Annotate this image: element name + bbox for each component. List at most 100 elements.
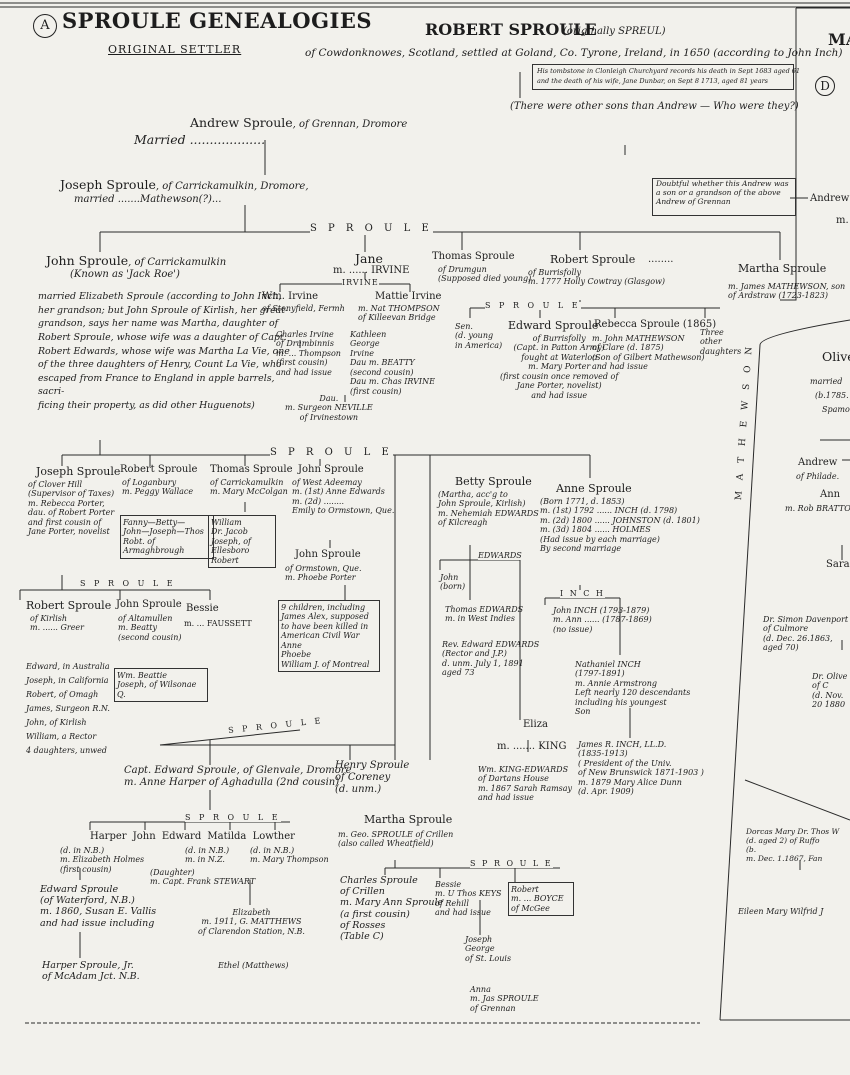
robert-dots: ........ — [648, 254, 674, 265]
bessie-faussett-detail: m. ... FAUSSETT — [184, 619, 252, 628]
john-sproule-ormstown: John Sproule — [295, 549, 361, 560]
john-known-as: (Known as 'Jack Roe') — [70, 269, 180, 280]
robert-sproule-loganbury: Robert Sproule — [120, 464, 198, 475]
sen-sproule: Sen. (d. young in America) — [455, 322, 503, 350]
sproule-banner-3: S P R O U L E — [485, 301, 581, 311]
sproule-banner-1: S P R O U L E — [310, 223, 433, 235]
root-note-box: His tombstone in Clonleigh Churchyard re… — [532, 64, 800, 90]
root-name: ROBERT SPROULE — [425, 20, 597, 39]
martha-1-detail: m. James MATHEWSON, son of Ardstraw (172… — [728, 282, 846, 301]
martha-sproule-2: Martha Sproule — [364, 813, 453, 826]
right-edge-andrew: Andrew — [810, 193, 850, 204]
elizabeth-matthews: Elizabeth m. 1911, G. MATTHEWS of Claren… — [198, 908, 305, 936]
badge-d: D — [815, 76, 835, 96]
badge-a: A — [33, 14, 57, 38]
martha-2-detail: m. Geo. SPROULE of Crillen (also called … — [338, 830, 454, 849]
root-note-line1: His tombstone in Clonleigh Churchyard re… — [537, 67, 801, 75]
john-sproule-cm: John Sproule, of Carrickamulkin — [46, 253, 227, 268]
three-other-daughters: Three other daughters — [700, 328, 742, 356]
joseph-clover-hill-detail: of Clover Hill (Supervisor of Taxes) m. … — [28, 480, 115, 537]
eliza-name: Eliza — [523, 719, 548, 730]
jane-married: m. ...... IRVINE — [333, 265, 410, 276]
jane-name: Jane — [355, 251, 383, 266]
right-dorcas: Dorcas Mary Dr. Thos W (d. aged 2) of Ru… — [746, 827, 840, 863]
john-altamullen-detail: of Altamullen m. Beatty (second cousin) — [118, 614, 182, 642]
thomas-edwards: Thomas EDWARDS m. in West Indies — [445, 605, 524, 624]
robert-kirlish-children: Edward, in Australia Joseph, in Californ… — [26, 662, 110, 755]
harper-detail: (d. in N.B.) m. Elizabeth Holmes (first … — [60, 846, 145, 874]
martha-sproule-1: Martha Sproule — [738, 262, 827, 275]
robert-loganbury-detail: of Loganbury m. Peggy Wallace — [122, 478, 194, 497]
john-sproule-altamullen: John Sproule — [116, 599, 182, 610]
anna-sproule: Anna m. Jas SPROULE of Grennan — [470, 985, 539, 1013]
root-note-line2: and the death of his wife, Jane Dunbar, … — [537, 77, 769, 85]
andrew-sproule: Andrew Sproule, of Grennan, Dromore — [190, 115, 408, 130]
right-married: married — [810, 377, 843, 386]
henry-sproule: Henry Sproule of Coreney (d. unm.) — [335, 760, 410, 795]
anne-sproule-detail: (Born 1771, d. 1853) m. (1st) 1792 .....… — [540, 497, 700, 554]
james-r-inch: James R. INCH, LL.D. (1835-1913) ( Presi… — [578, 740, 704, 797]
ethel-matthews: Ethel (Matthews) — [218, 961, 289, 970]
rebecca-sproule: Rebecca Sproule (1865) — [594, 319, 717, 330]
andrew-married: Married ................... — [134, 132, 266, 147]
doubtful-note: Doubtful whether this Andrew was a son o… — [652, 178, 796, 216]
right-ann: Ann — [820, 489, 841, 500]
john-edward-detail: (d. in N.B.) m. in N.Z. — [185, 846, 230, 865]
anne-sproule: Anne Sproule — [556, 482, 632, 495]
robert-kirlish-detail: of Kirlish m. ...... Greer — [30, 614, 84, 633]
charles-irvine: Charles Irvine of Drumbinnis m. ... Thom… — [276, 330, 341, 377]
capt-edward-sproule: Capt. Edward Sproule, of Glenvale, Dromo… — [124, 765, 352, 788]
joseph-george-st-louis: Joseph George of St. Louis — [465, 935, 512, 963]
john-edwards: John (born) — [440, 573, 466, 592]
betty-detail: (Martha, acc'g to John Sproule, Kirlish)… — [438, 490, 539, 528]
joseph-married: married .......Mathewson(?)... — [74, 194, 222, 205]
fanny-children: Fanny—Betty— John—Joseph—Thos Robt. of A… — [120, 515, 214, 559]
nine-children: 9 children, including James Alex, suppos… — [278, 600, 380, 673]
edward-waterloo-detail: of Burrisfolly (Capt. in Patton Army) fo… — [500, 334, 619, 400]
other-sons-note: (There were other sons than Andrew — Who… — [510, 101, 799, 112]
sproule-banner-4: S P R O U L E — [80, 579, 176, 589]
lowther-detail: (d. in N.B.) m. Mary Thompson — [250, 846, 329, 865]
thomas-sproule-drumgun: Thomas Sproule — [432, 251, 515, 262]
robert-boyce: Robert m. ... BOYCE of McGee — [508, 882, 574, 917]
irvine-banner: IRVINE — [342, 278, 379, 288]
right-olive2: Dr. Olive of C (d. Nov. 20 1880 — [812, 672, 848, 710]
edwards-banner: EDWARDS — [478, 551, 522, 561]
right-spamo: Spamo — [822, 405, 850, 414]
thomas-sproule-cm: Thomas Sproule — [210, 464, 293, 475]
john-sproule-west-adeemay: John Sproule — [298, 464, 364, 475]
right-philade: of Philade. — [796, 472, 840, 481]
sproule-banner-6: S P R O U L E — [185, 813, 281, 823]
wm-irvine-place: of Stonyfield, Fermh — [262, 304, 345, 313]
matilda-detail: (Daughter) m. Capt. Frank STEWART — [150, 868, 256, 887]
right-bratton: m. Rob BRATTON — [785, 504, 850, 513]
charles-sproule-crillen: Charles Sproule of Crillen m. Mary Ann S… — [340, 875, 444, 943]
william-children: William Dr. Jacob Joseph, of Ellesboro R… — [208, 515, 276, 569]
eliza-married: m. ....... KING — [497, 741, 567, 752]
robert-sproule-burrisfolly: Robert Sproule — [550, 253, 636, 266]
wm-beattie-children: Wm. Beattie Joseph, of Wilsonae Q. — [114, 668, 208, 703]
right-edge-label: MA — [828, 30, 850, 49]
edward-sproule-waterford: Edward Sproule (of Waterford, N.B.) m. 1… — [40, 884, 157, 929]
wm-king-edwards: Wm. KING-EDWARDS of Dartans House m. 186… — [478, 765, 573, 803]
kathleen-irvine: Kathleen George Irvine Dau m. BEATTY (se… — [350, 330, 435, 396]
rev-edward-edwards: Rev. Edward EDWARDS (Rector and J.P.) d.… — [442, 640, 540, 678]
mattie-detail: m. Nat THOMPSON of Killeevan Bridge — [358, 304, 440, 323]
right-b1785: (b.1785. — [815, 391, 849, 400]
robert-sproule-kirlish: Robert Sproule — [26, 599, 112, 612]
wm-irvine: Wm. Irvine — [262, 291, 319, 302]
right-andrew: Andrew — [798, 457, 838, 468]
thomas-cm-detail: of Carrickamulkin m. Mary McColgan — [210, 478, 288, 497]
right-edge-andrew-m: m. — [836, 215, 849, 226]
bessie-keys: Bessie m. U Thos KEYS of Rehill and had … — [435, 880, 502, 918]
sproule-banner-7: S P R O U L E — [470, 859, 553, 869]
joseph-sproule-clover-hill: Joseph Sproule — [36, 465, 121, 478]
edward-sproule-waterloo: Edward Sproule — [508, 319, 599, 332]
robert-burrisfolly-detail: of Burrisfolly m. 1777 Holly Cowtray (Gl… — [528, 268, 666, 287]
right-eileen: Eileen Mary Wilfrid J — [738, 907, 824, 916]
harper-sproule-jr: Harper Sproule, Jr. of McAdam Jct. N.B. — [42, 960, 140, 983]
mattie-irvine: Mattie Irvine — [375, 291, 442, 302]
nathaniel-inch: Nathaniel INCH (1797-1891) m. Annie Arms… — [575, 660, 691, 717]
john-west-adeemay-detail: of West Adeemay m. (1st) Anne Edwards m.… — [292, 478, 395, 516]
dau-neville: Dau. m. Surgeon NEVILLE of Irvinestown — [285, 394, 373, 422]
